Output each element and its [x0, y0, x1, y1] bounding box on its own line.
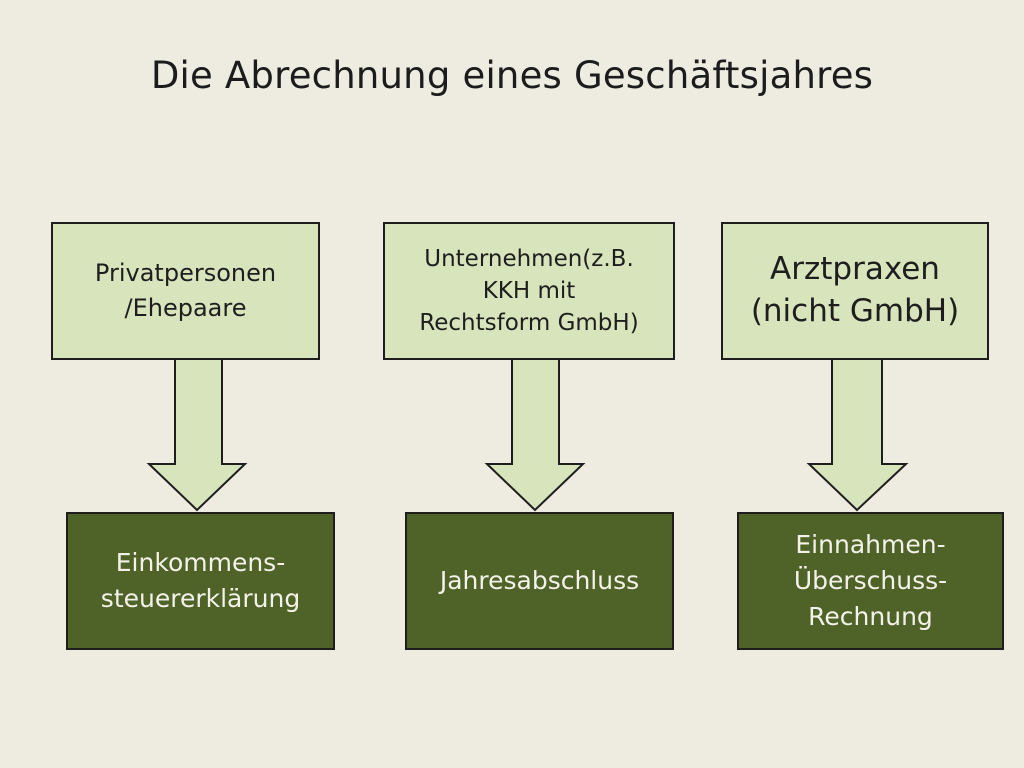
result-box-einkommensteuererklaerung: Einkommens- steuererklärung — [66, 512, 335, 650]
slide-title: Die Abrechnung eines Geschäftsjahres — [150, 54, 874, 97]
source-box-privatpersonen: Privatpersonen /Ehepaare — [51, 222, 320, 360]
down-arrow-2 — [484, 358, 586, 512]
down-arrow-3 — [806, 358, 909, 512]
result-box-einnahmen-ueberschuss-rechnung: Einnahmen- Überschuss- Rechnung — [737, 512, 1004, 650]
result-box-jahresabschluss: Jahresabschluss — [405, 512, 674, 650]
source-box-arztpraxen: Arztpraxen (nicht GmbH) — [721, 222, 989, 360]
down-arrow-1 — [146, 358, 248, 512]
source-box-unternehmen: Unternehmen(z.B. KKH mit Rechtsform GmbH… — [383, 222, 675, 360]
